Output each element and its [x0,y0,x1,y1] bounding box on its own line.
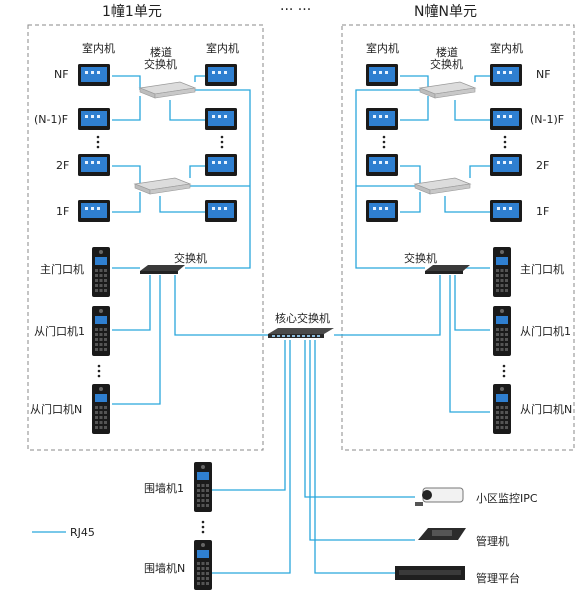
left-corridor-switch-line2: 交换机 [144,57,177,71]
right-corridor-switch-line2: 交换机 [430,57,463,71]
building1-title: 1幢1单元 [102,3,162,20]
core-switch-label: 核心交换机 [275,311,330,325]
left-floor-1f: 1F [56,205,69,218]
fenceN-label: 围墙机N [144,561,185,575]
right-floor-n1f: (N-1)F [530,113,564,126]
left-floor-2f: 2F [56,159,69,172]
right-indoor-unit-a2 [366,154,398,176]
platform-label: 管理平台 [476,571,520,585]
left-sub-door1-label: 从门口机1 [34,324,85,338]
right-building-switch [425,265,470,274]
right-indoor-unit-a0 [366,64,398,86]
right-corridor-switch-line1: 楼道 [436,45,458,59]
left-sub-door-stationN [92,384,110,434]
right-indoor-unit-b2 [490,154,522,176]
left-corridor-switch-bottom [133,177,192,195]
right-floor-2f: 2F [536,159,549,172]
left-indoor-unit-a2 [78,154,110,176]
ipc-label: 小区监控IPC [476,491,538,505]
ellipsis-dots [96,135,507,534]
right-main-door-label: 主门口机 [520,262,564,276]
platform-server [395,566,465,580]
left-floor-nf: NF [54,68,69,81]
left-switch-label: 交换机 [174,251,207,265]
left-sub-doorN-label: 从门口机N [30,402,82,416]
right-switch-label: 交换机 [404,251,437,265]
right-sub-door1-label: 从门口机1 [520,324,571,338]
left-main-door-label: 主门口机 [40,262,84,276]
left-sub-door-station1 [92,306,110,356]
right-floor-1f: 1F [536,205,549,218]
left-corridor-switch-line1: 楼道 [150,45,172,59]
right-indoor-col2-label: 室内机 [490,41,523,55]
right-corridor-switch-label: 楼道 交换机 [430,45,463,71]
fence-station1 [194,462,212,512]
buildingN-title: N幢N单元 [414,3,477,20]
right-indoor-unit-b1 [490,108,522,130]
right-corridor-switch-bottom [413,177,472,195]
right-indoor-unit-b0 [490,64,522,86]
left-corridor-switch-top [138,81,197,99]
left-indoor-unit-a1 [78,108,110,130]
left-indoor-col2-label: 室内机 [206,41,239,55]
right-indoor-unit-a3 [366,200,398,222]
manager-label: 管理机 [476,534,509,548]
ellipsis-title: ··· ··· [280,2,311,18]
right-floor-nf: NF [536,68,551,81]
fence-stationN [194,540,212,590]
left-indoor-unit-b3 [205,200,237,222]
right-sub-doorN-label: 从门口机N [520,402,572,416]
left-corridor-switch-label: 楼道 交换机 [144,45,177,71]
left-floor-n1f: (N-1)F [34,113,68,126]
left-indoor-unit-a3 [78,200,110,222]
right-sub-door-stationN [493,384,511,434]
building1-box [27,24,264,451]
right-sub-door-station1 [493,306,511,356]
right-indoor-col1-label: 室内机 [366,41,399,55]
left-building-switch [140,265,185,274]
wires [32,75,490,574]
left-indoor-unit-b0 [205,64,237,86]
manager-unit [418,528,466,540]
legend-label: RJ45 [70,526,95,539]
right-corridor-switch-top [418,81,477,99]
left-indoor-unit-b2 [205,154,237,176]
left-main-door-station [92,247,110,297]
right-main-door-station [493,247,511,297]
right-indoor-unit-b3 [490,200,522,222]
core-switch [268,328,334,338]
right-indoor-unit-a1 [366,108,398,130]
fence1-label: 围墙机1 [144,481,184,495]
ipc-camera [415,487,464,506]
left-indoor-unit-a0 [78,64,110,86]
left-indoor-col1-label: 室内机 [82,41,115,55]
buildingN-box [341,24,575,451]
left-indoor-unit-b1 [205,108,237,130]
